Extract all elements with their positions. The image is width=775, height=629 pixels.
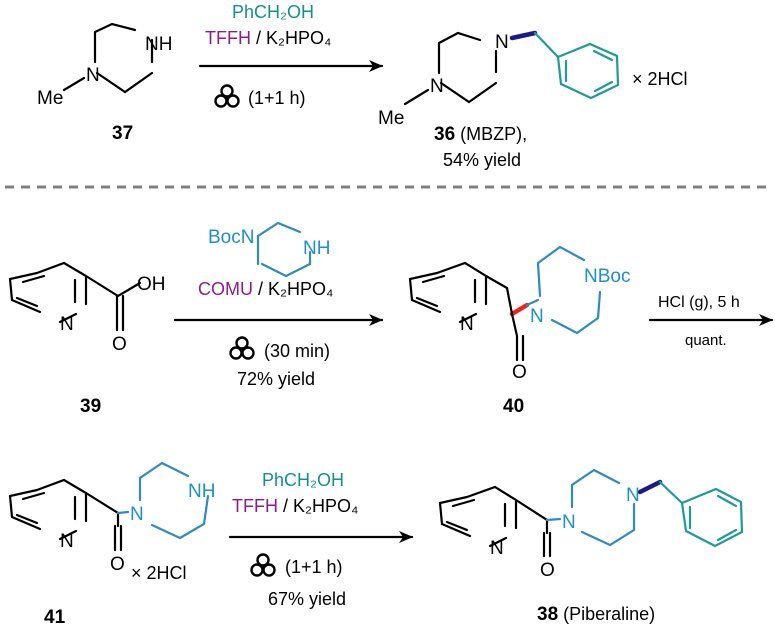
atom-n: N (130, 504, 144, 525)
yield-row-4: 67% yield (268, 589, 346, 609)
reagent-tffh: TFFH (205, 28, 251, 48)
reagent-base: / K₂HPO₄ (253, 279, 333, 299)
atom-n: N (60, 531, 74, 552)
atom-n: N (490, 538, 504, 559)
compound-label-41: 41 (44, 607, 66, 628)
atom-n: N (562, 512, 576, 533)
product-name: (MBZP), (455, 124, 527, 144)
deprotection-yield: quant. (685, 332, 727, 349)
compound-label-39: 39 (80, 396, 101, 417)
ball-mill-icon (214, 84, 240, 108)
reagent-comu-base: COMU / K₂HPO₄ (198, 279, 333, 299)
atom-nboc: NBoc (584, 266, 630, 287)
compound-label-37: 37 (112, 123, 133, 144)
product-name: (Piberaline) (558, 604, 655, 624)
reagent-comu: COMU (198, 279, 253, 299)
salt-label: × 2HCl (131, 563, 187, 583)
compound-41: N O N NH × 2HCl 41 (8, 461, 215, 628)
atom-n: N (460, 314, 474, 335)
atom-nh: NH (303, 238, 330, 259)
ball-mill-icon (250, 553, 276, 577)
atom-n: N (86, 65, 100, 86)
atom-n: N (60, 314, 74, 335)
atom-oh: OH (137, 274, 166, 295)
reagent-tffh-base: TFFH / K₂HPO₄ (232, 496, 358, 516)
reaction-time: (30 min) (264, 341, 330, 361)
compound-39: N OH O 39 (8, 261, 166, 417)
reagent-tffh-base: TFFH / K₂HPO₄ (205, 28, 331, 48)
compound-36: N N Me × 2HCl 36 (MBZP), 54% yield (378, 30, 688, 170)
atom-me: Me (37, 88, 63, 109)
reagent-base: / K₂HPO₄ (251, 28, 331, 48)
reaction-time: (1+1 h) (285, 557, 343, 577)
atom-n: N (530, 306, 544, 327)
reagent-benzyl-alcohol: PhCH₂OH (262, 470, 344, 490)
reagent-boc-piperazine: BocN NH (208, 221, 330, 278)
reaction-arrow-2: BocN NH COMU / K₂HPO₄ (30 min) 72% yield (173, 221, 384, 389)
atom-o: O (540, 560, 555, 581)
reagent-tffh: TFFH (232, 496, 278, 516)
atom-n: N (430, 76, 444, 97)
reagent-benzyl-alcohol: PhCH₂OH (232, 2, 314, 22)
reaction-arrow-4: PhCH₂OH TFFH / K₂HPO₄ (1+1 h) 67% yield (228, 470, 414, 609)
atom-bocn: BocN (208, 227, 254, 248)
yield-row-2: 72% yield (237, 369, 315, 389)
atom-o: O (112, 334, 127, 355)
compound-label-36: 36 (MBZP), (434, 124, 527, 145)
salt-label: × 2HCl (632, 69, 688, 89)
compound-40: N O N NBoc 40 (408, 245, 630, 417)
atom-n: N (626, 485, 640, 506)
compound-37: N NH Me 37 (37, 22, 172, 144)
atom-n: N (495, 32, 509, 53)
compound-38: N O N N 38 (Piberaline) (438, 468, 744, 625)
deprotection-conditions: HCl (g), 5 h (658, 294, 740, 311)
atom-nh: NH (145, 34, 172, 55)
atom-o: O (110, 554, 125, 575)
atom-me: Me (378, 108, 404, 129)
reaction-time: (1+1 h) (248, 88, 306, 108)
compound-label-40: 40 (503, 396, 524, 417)
compound-label-38: 38 (Piberaline) (537, 604, 655, 625)
atom-o: O (512, 362, 527, 383)
reaction-arrow-3: HCl (g), 5 h quant. (648, 294, 774, 349)
reagent-base: / K₂HPO₄ (278, 496, 358, 516)
yield-row-1: 54% yield (443, 150, 521, 170)
atom-nh: NH (188, 481, 215, 502)
ball-mill-icon (229, 336, 255, 360)
reaction-arrow-1: PhCH₂OH TFFH / K₂HPO₄ (1+1 h) (198, 2, 384, 108)
